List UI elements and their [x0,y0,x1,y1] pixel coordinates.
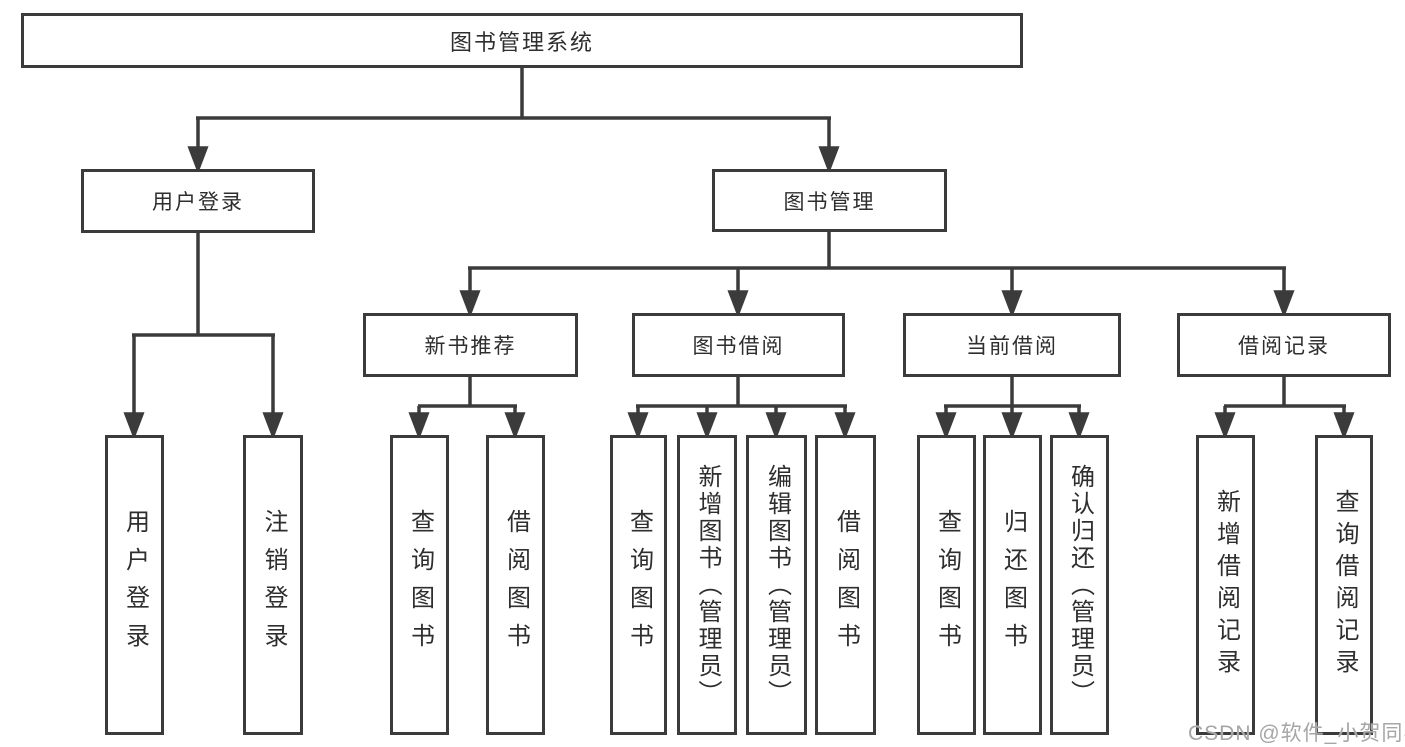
leaf-user-login: 用户登录 [105,435,164,735]
node-label: 借阅图书 [832,509,860,661]
csdn-watermark: CSDN @软件_小贺同学 [1188,722,1405,745]
node-label: 注销登录 [260,509,287,661]
node-label: 借阅记录 [1238,335,1330,358]
node-label: 新增借阅记录 [1212,489,1240,681]
leaf-newbook-borrow-books: 借阅图书 [486,435,545,735]
node-borrow-records: 借阅记录 [1177,313,1391,377]
leaf-confirm-return-admin: 确认归还（管理员） [1050,435,1109,735]
node-library-system: 图书管理系统 [21,13,1023,68]
node-label: 查询图书 [406,509,434,661]
node-label: 用户登录 [121,509,149,661]
node-label: 查询图书 [625,509,653,661]
leaf-borrow-books: 借阅图书 [815,435,876,735]
leaf-return-books: 归还图书 [983,435,1042,735]
node-new-book-recommend: 新书推荐 [363,313,578,377]
node-label: 新书推荐 [424,335,517,358]
leaf-current-query-books: 查询图书 [917,435,976,735]
node-label: 图书借阅 [692,335,785,358]
node-label: 当前借阅 [966,335,1058,358]
node-label: 借阅图书 [502,509,530,661]
node-label: 用户登录 [152,191,244,214]
node-label: 图书管理 [783,190,876,214]
node-user-login-group: 用户登录 [81,169,315,233]
node-label: 编辑图书（管理员） [763,463,791,707]
leaf-query-borrow-record: 查询借阅记录 [1315,435,1373,735]
node-label: 图书管理系统 [449,29,594,55]
node-label: 新增图书（管理员） [694,463,721,707]
node-current-borrow: 当前借阅 [903,313,1121,377]
leaf-add-books-admin: 新增图书（管理员） [677,435,737,735]
node-label: 查询借阅记录 [1331,489,1358,681]
leaf-newbook-query-books: 查询图书 [390,435,449,735]
leaf-edit-books-admin: 编辑图书（管理员） [746,435,807,735]
node-label: 查询图书 [933,509,961,661]
node-book-management: 图书管理 [712,169,947,232]
node-book-borrow: 图书借阅 [632,313,845,377]
leaf-borrow-query-books: 查询图书 [610,435,667,735]
leaf-add-borrow-record: 新增借阅记录 [1196,435,1255,735]
leaf-logout: 注销登录 [243,435,303,735]
node-label: 确认归还（管理员） [1066,463,1094,707]
node-label: 归还图书 [999,509,1027,661]
